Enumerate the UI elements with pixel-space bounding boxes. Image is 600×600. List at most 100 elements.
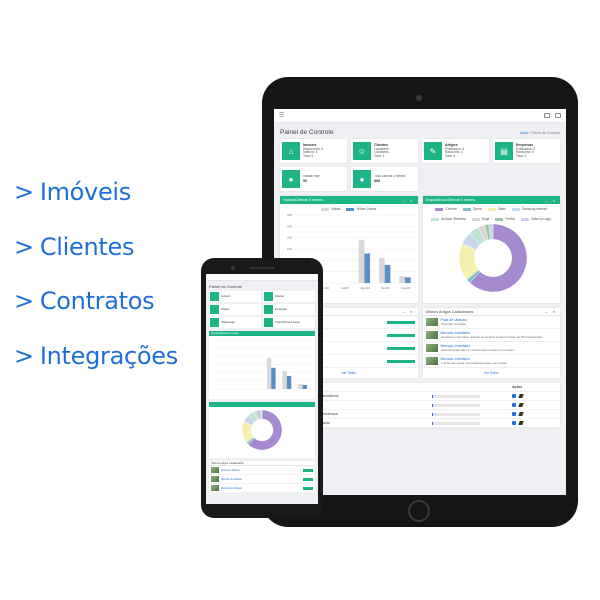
panel-controls[interactable]: – × xyxy=(545,197,557,203)
list-item[interactable]: Praia de Ubatuba xyxy=(209,466,315,475)
phone-screen: Painel de Controle Imóveis Clientes Arti… xyxy=(206,274,318,504)
users-icon: ☺ xyxy=(353,142,371,160)
y-tick-label: 300 xyxy=(287,213,292,217)
list-item[interactable]: Mercado Imobiliário xyxy=(209,475,315,484)
y-tick-label: 200 xyxy=(287,236,292,240)
bar xyxy=(298,384,303,389)
x-tick-label: Ago/20 xyxy=(360,286,370,290)
bar xyxy=(405,277,411,283)
bar xyxy=(399,276,406,283)
breadcrumb-home[interactable]: Início xyxy=(519,131,529,135)
edit-icon[interactable] xyxy=(518,412,524,416)
phone-top-bar xyxy=(206,274,318,281)
legend-entry: Android Webview xyxy=(431,217,466,221)
briefcase-icon: ▤ xyxy=(495,142,513,160)
phone-card[interactable]: Empresas xyxy=(263,304,315,315)
legend-swatch xyxy=(431,217,440,221)
bar xyxy=(364,253,371,283)
devices-pie-chart xyxy=(458,223,527,293)
check-icon[interactable] xyxy=(512,403,517,407)
page-title: Painel de Controle xyxy=(280,129,334,136)
bar xyxy=(358,239,365,283)
edit-icon[interactable] xyxy=(518,394,524,398)
phone-card[interactable]: Total Últimos 6 meses xyxy=(263,317,315,328)
monitor-icon[interactable] xyxy=(544,113,550,118)
phone-visits-bar-chart xyxy=(217,339,311,390)
phone-stat-cards: Imóveis Clientes Artigos Empresas Visita… xyxy=(206,291,318,328)
phone-speaker xyxy=(249,267,275,269)
top-bar: ☰ xyxy=(274,109,566,123)
legend-entry: Edge xyxy=(471,217,489,221)
legend-swatch xyxy=(495,217,504,221)
check-icon[interactable] xyxy=(512,412,517,416)
bar xyxy=(384,264,391,283)
legend-swatch xyxy=(435,207,444,211)
legend-swatch xyxy=(521,217,530,221)
pie-slice xyxy=(248,409,283,451)
feature-clientes: >Clientes xyxy=(14,233,135,261)
pie-slice xyxy=(468,223,527,293)
feature-contratos: >Contratos xyxy=(14,287,155,315)
bar xyxy=(378,258,385,283)
see-all-link[interactable]: Ver Todos xyxy=(483,371,499,375)
menu-icon[interactable]: ☰ xyxy=(279,113,285,119)
phone-devices-pie-chart xyxy=(241,409,283,451)
pie-slice xyxy=(259,409,263,420)
legend-swatch xyxy=(462,207,471,211)
articles-panel: Últimos Artigos Cadastrados– × Praia de … xyxy=(422,308,560,378)
phone-devices-panel xyxy=(209,402,315,458)
phone-page-title: Painel de Controle xyxy=(209,284,242,289)
x-tick-label: Jun/20 xyxy=(320,286,329,290)
tablet-home-button[interactable] xyxy=(408,500,430,522)
legend-entry: Chrome xyxy=(435,207,457,211)
see-all-link[interactable]: Ver Todos xyxy=(341,371,357,375)
bar xyxy=(302,384,307,389)
pie-slice xyxy=(488,223,493,240)
legend-entry: Opera xyxy=(462,207,482,211)
edit-icon[interactable] xyxy=(518,421,524,425)
phone-card[interactable]: Visitas Hoje xyxy=(209,317,261,328)
phone-card[interactable]: Imóveis xyxy=(209,291,261,302)
phone-visits-panel: Visitas/Últimos 6 meses xyxy=(209,331,315,399)
x-tick-label: Set/20 xyxy=(381,286,390,290)
edit-icon[interactable] xyxy=(518,403,524,407)
phone-card[interactable]: Artigos xyxy=(209,304,261,315)
panel-controls[interactable]: – × xyxy=(402,197,415,203)
phone-card[interactable]: Clientes xyxy=(263,291,315,302)
bar xyxy=(266,357,272,389)
x-tick-label: Jul/20 xyxy=(341,286,349,290)
pencil-icon: ✎ xyxy=(424,142,442,160)
phone-articles-panel: Últimos Artigos Cadastrados Praia de Uba… xyxy=(209,461,315,493)
breadcrumb: Início / Painel de Controle xyxy=(519,131,560,135)
list-item[interactable]: Mercado Imobiliário xyxy=(209,484,315,493)
feature-imoveis: >Imóveis xyxy=(14,178,131,206)
legend-entry: Samsung Internet xyxy=(511,207,547,211)
check-icon[interactable] xyxy=(512,421,517,425)
check-icon[interactable] xyxy=(512,394,517,398)
x-tick-label: Out/20 xyxy=(401,286,410,290)
y-tick-label: 150 xyxy=(287,247,292,251)
legend-entry: Safari xyxy=(487,207,506,211)
window-icon[interactable] xyxy=(555,113,561,118)
feature-integracoes: >Integrações xyxy=(14,342,178,370)
tablet-camera xyxy=(416,95,422,101)
phone-device: Painel de Controle Imóveis Clientes Arti… xyxy=(201,258,323,518)
home-icon: ⌂ xyxy=(282,142,300,160)
phone-camera xyxy=(231,266,235,270)
visits-legend: Visitas Visitas Únicas xyxy=(280,204,418,211)
